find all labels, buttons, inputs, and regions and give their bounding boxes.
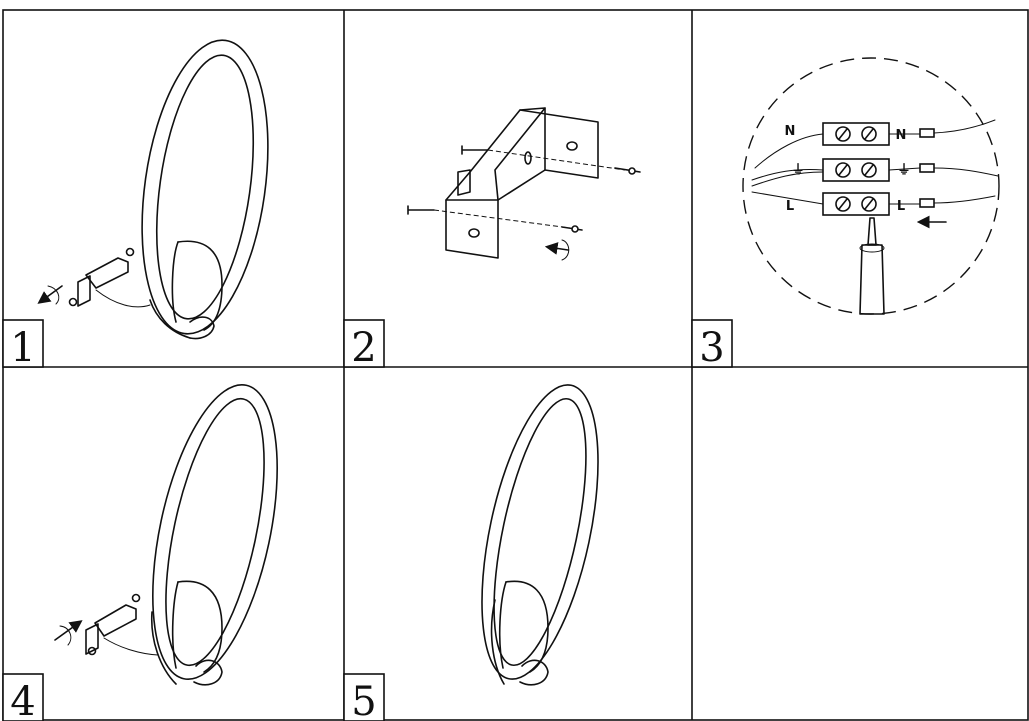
- wire-label: ⏚: [897, 163, 910, 178]
- step-number-box: [691, 319, 733, 368]
- ring-lamp-illustration: [141, 39, 269, 340]
- step-number-box: [343, 673, 385, 721]
- step-number: 4: [10, 679, 35, 721]
- step-number: 3: [699, 325, 724, 371]
- wire-label: L: [786, 199, 794, 214]
- wire-label: ⏚: [791, 163, 804, 178]
- panel-step-5: 5: [343, 384, 599, 721]
- rotate-arrow-icon: [544, 239, 570, 261]
- wall-bracket-icon: [85, 593, 159, 656]
- wire-label: N: [785, 124, 796, 139]
- terminal-screw-icon: [835, 126, 877, 212]
- ring-lamp-illustration: [150, 384, 278, 686]
- mains-wires: [888, 119, 999, 208]
- wire-label: N: [896, 128, 907, 143]
- wall-bracket-icon: [68, 247, 151, 308]
- step-number-box: [2, 673, 44, 721]
- step-number: 1: [10, 325, 35, 371]
- screw-icon: [561, 167, 641, 233]
- panel-step-3: N ⏚ L N ⏚ L 3: [691, 57, 1000, 371]
- lamp-wires: [751, 133, 824, 205]
- step-number: 2: [351, 325, 376, 371]
- panel-step-2: 2: [343, 107, 641, 371]
- panel-step-1: 1: [2, 39, 269, 371]
- screwdriver-icon: [859, 217, 885, 315]
- wall-plug-icon: [407, 145, 489, 215]
- panel-step-4: 4: [2, 384, 278, 721]
- arrow-icon: [54, 620, 83, 646]
- wire-label: L: [897, 199, 905, 214]
- ring-lamp-illustration: [481, 384, 599, 686]
- arrow-icon: [37, 285, 63, 305]
- step-number-box: [343, 319, 385, 368]
- detail-circle: [742, 57, 1000, 315]
- step-number-box: [2, 319, 44, 368]
- step-number: 5: [351, 679, 376, 721]
- mounting-bracket-illustration: [445, 107, 599, 259]
- terminal-block: [822, 122, 890, 216]
